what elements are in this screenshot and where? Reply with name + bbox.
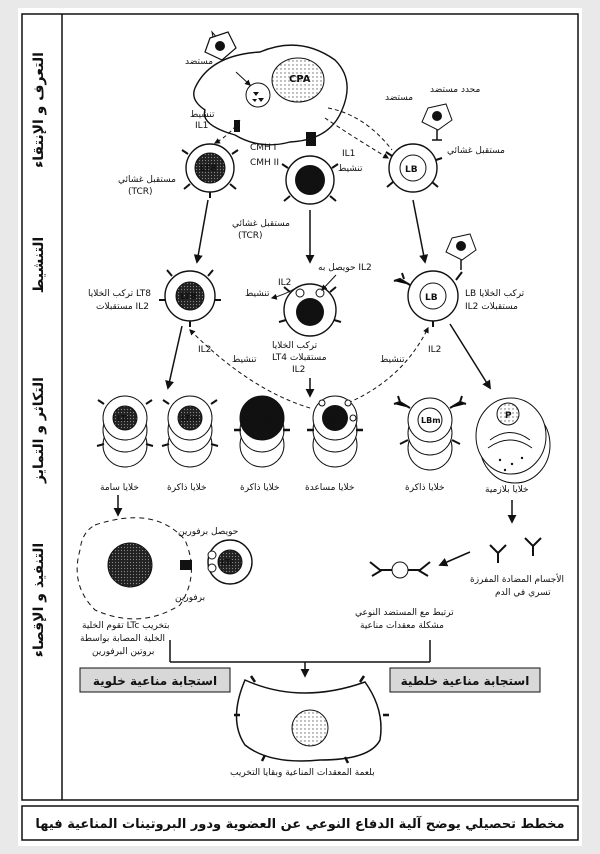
label-perforin: برفورين xyxy=(175,593,205,603)
label-il2-right: IL2 xyxy=(428,345,441,355)
label-memory-cells-1: خلايا ذاكرة xyxy=(167,483,207,493)
label-il2-vesicle: حويصل به IL2 xyxy=(318,263,372,273)
antibodies xyxy=(489,537,542,563)
label-activation-right: تنشيط xyxy=(338,164,363,174)
label-receptor-tcr-mid-1: مستقبل غشائي xyxy=(232,219,290,229)
label-complex-2: مشكلة معقدات مناعية xyxy=(360,621,444,631)
label-activation-left2: تنشيط xyxy=(232,355,257,365)
label-il2-left: IL2 xyxy=(198,345,211,355)
label-lt4-synth-3: IL2 xyxy=(292,365,305,375)
lt4-active-label: LT4 xyxy=(301,309,318,319)
label-lt8-synth-2: مستقبلات IL2 xyxy=(96,302,149,312)
label-complex-1: ترتبط مع المستضد النوعي xyxy=(355,608,454,618)
immune-complex xyxy=(369,561,431,579)
humoral-response-label: استجابة مناعية خلطية xyxy=(401,674,530,688)
antigen-top xyxy=(204,30,237,61)
lt4-cell: LT4 xyxy=(281,155,339,205)
label-receptor-tcr-left-1: مستقبل غشائي xyxy=(118,175,176,185)
antigen-lb xyxy=(421,103,453,141)
ltc-cells: LTc xyxy=(96,395,154,468)
ltc-label: LTc xyxy=(117,414,130,423)
label-ltc-action-2: الخلية المصابة بواسطة xyxy=(80,634,165,644)
perforin-pore xyxy=(180,560,192,570)
label-phagocytosis: بلعمة المعقدات المناعية وبقايا التخريب xyxy=(230,768,375,778)
lt4m-label: LT4m xyxy=(250,414,273,423)
cpa-vesicle xyxy=(245,82,271,108)
stage-labels: التعرف و الإنتقاء التنشيط التكاثر و التم… xyxy=(31,52,47,657)
lb-active-cell: LB xyxy=(393,270,463,327)
label-lt4-synth-2: LT4 مستقبلات xyxy=(272,353,327,363)
lt8-cell: LT8 xyxy=(181,143,239,198)
stage-proliferation: التكاثر و التمايز xyxy=(31,377,47,484)
label-il1-right: IL1 xyxy=(342,149,355,159)
label-antibodies-2: تسري في الدم xyxy=(495,588,551,598)
cellular-response-box xyxy=(79,667,231,693)
label-toxic-cells: خلايا سامة xyxy=(100,483,139,493)
lbm-label: LBm xyxy=(421,416,441,425)
label-antigen-lb: مستضد xyxy=(385,93,413,103)
caption-box xyxy=(21,805,579,841)
label-receptor-tcr-left-2: (TCR) xyxy=(128,187,153,197)
lt4-active-cell: LT4 xyxy=(278,283,342,337)
label-cmh2: CMH II xyxy=(250,158,279,168)
label-ltc-action-1: تقوم الخلية LTc بتخريب xyxy=(82,621,169,631)
cmh1-marker xyxy=(234,120,240,132)
lt4m-cells: LT4m xyxy=(234,395,290,468)
stage-execution: التنفيذ و الإقصاء xyxy=(31,543,47,657)
cmh2-marker xyxy=(306,132,316,146)
lth-label: LTh xyxy=(326,414,341,423)
plasma-cells: P xyxy=(475,397,551,484)
lb-active-label: LB xyxy=(425,293,438,303)
label-il2-mid: IL2 xyxy=(278,278,291,288)
label-plasma-cells: خلايا بلازمية xyxy=(485,485,529,495)
label-receptor-tcr-mid-2: (TCR) xyxy=(238,231,263,241)
label-lt4-synth-1: تركب الخلايا xyxy=(272,341,318,351)
lbm-cells: LBm xyxy=(393,395,467,471)
label-activation-right2: تنشيط xyxy=(380,355,405,365)
il2-arc-left xyxy=(189,329,311,409)
ltm-cells-1: LTm xyxy=(161,395,219,468)
humoral-response-box xyxy=(389,667,541,693)
antigen-stage2 xyxy=(445,233,477,270)
label-cmh1: CMH I xyxy=(250,143,276,153)
plasma-label: P xyxy=(505,411,512,421)
lt8-label: LT8 xyxy=(200,164,217,174)
label-perforin-vesicle: حويصل برفورين xyxy=(178,527,238,537)
phagocyte-nucleus xyxy=(291,709,329,747)
infected-cell-nucleus xyxy=(107,542,153,588)
label-ltc-action-3: بروتين البرفورين xyxy=(92,647,154,657)
label-memory-cells-2: خلايا ذاكرة xyxy=(240,483,280,493)
label-antibodies-1: الأجسام المضادة المفرزة xyxy=(470,573,564,585)
label-determinant: محدد مستضد xyxy=(430,85,480,95)
label-lb-synth-2: IL2 مستقبلات xyxy=(465,302,518,312)
lb-label: LB xyxy=(405,165,418,175)
label-memory-cells-3: خلايا ذاكرة xyxy=(405,483,445,493)
label-activation-mid: تنشيط xyxy=(245,289,270,299)
label-antigen-top: مستضد xyxy=(185,57,213,67)
ltm1-label: LTm xyxy=(181,414,199,423)
cellular-response-label: استجابة مناعية خلوية xyxy=(93,674,217,689)
label-il1-left: IL1 xyxy=(195,121,208,131)
label-lt8-synth-1: تركب الخلايا LT8 xyxy=(88,289,151,299)
outer-frame xyxy=(21,13,579,801)
label-activation-left: تنشيط xyxy=(190,110,215,120)
ltc-exec-label: LTc xyxy=(221,558,234,567)
stage-activation: التنشيط xyxy=(31,237,47,293)
stage-recognition: التعرف و الإنتقاء xyxy=(31,52,47,168)
cpa-label: CPA xyxy=(289,74,311,85)
infected-cell xyxy=(76,517,192,620)
lt4-label: LT4 xyxy=(301,177,318,187)
caption: مخطط تحصيلي يوضح آلية الدفاع النوعي عن ا… xyxy=(35,815,564,832)
lt8-active-cell: LT8 xyxy=(159,269,221,327)
cpa-nucleus xyxy=(271,57,325,103)
ltc-exec-cell: LTc xyxy=(207,539,253,585)
label-helper-cells: خلايا مساعدة xyxy=(305,483,354,493)
label-lb-synth-1: LB تركب الخلايا xyxy=(465,289,525,299)
lth-cells: LTh xyxy=(307,395,363,468)
label-membrane-receptor-lb: مستقبل غشائي xyxy=(447,146,505,156)
lt8-active-label: LT8 xyxy=(180,292,197,302)
